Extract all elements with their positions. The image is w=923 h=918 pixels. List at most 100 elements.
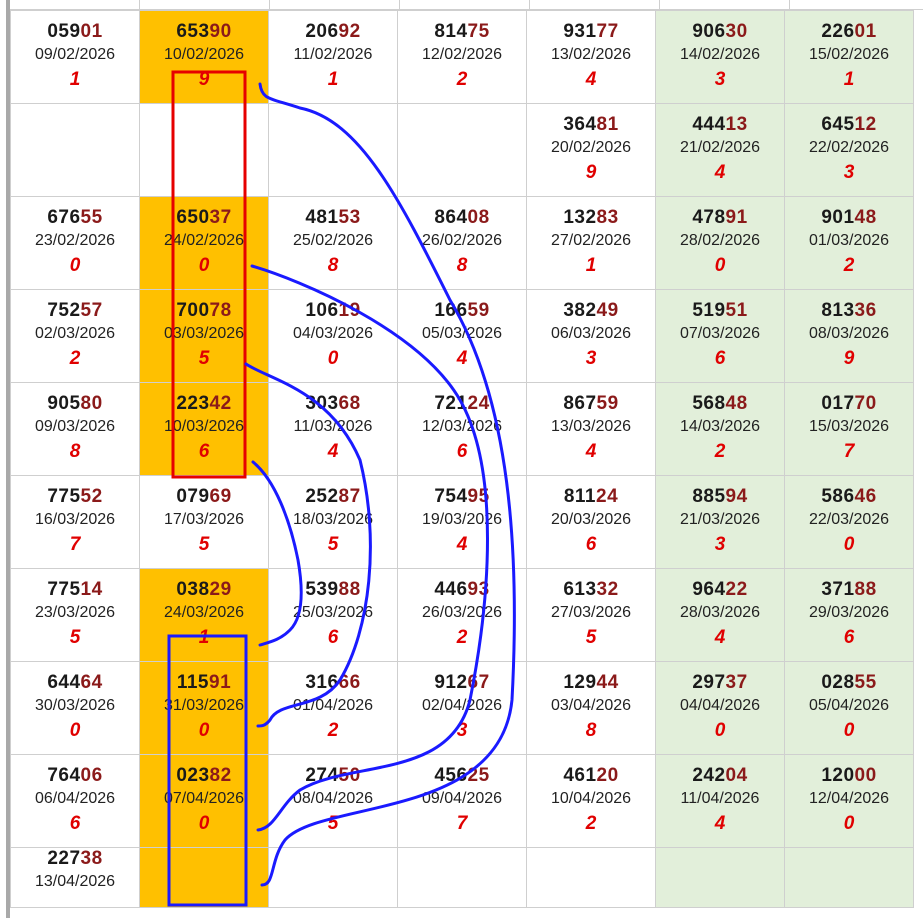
result-digit-sum: 0 [843, 813, 855, 834]
result-number-head: 653 [176, 21, 210, 42]
result-number-tail: 37 [209, 207, 232, 228]
result-cell [268, 847, 398, 908]
result-digit-sum: 6 [585, 534, 597, 555]
result-date: 04/04/2026 [679, 697, 761, 714]
result-digit-sum: 4 [714, 627, 726, 648]
result-number: 07969 [140, 486, 268, 508]
result-number-head: 079 [176, 486, 210, 507]
result-digit-sum: 2 [327, 720, 339, 741]
result-date: 22/02/2026 [808, 139, 890, 156]
result-number-head: 754 [434, 486, 468, 507]
result-date: 09/04/2026 [421, 790, 503, 807]
result-number-tail: 83 [596, 207, 619, 228]
result-number-tail: 42 [209, 393, 232, 414]
result-number: 77514 [11, 579, 139, 601]
result-date: 10/03/2026 [163, 418, 245, 435]
result-date: 21/03/2026 [679, 511, 761, 528]
result-number-head: 519 [692, 300, 726, 321]
result-number-head: 206 [305, 21, 339, 42]
result-digit-sum: 6 [198, 441, 210, 462]
result-number: 20692 [269, 21, 397, 43]
result-number: 44693 [398, 579, 526, 601]
result-number: 51951 [656, 300, 784, 322]
result-digit-sum: 5 [327, 534, 339, 555]
result-number-tail: 01 [80, 21, 103, 42]
result-digit-sum: 4 [456, 534, 468, 555]
result-date: 22/03/2026 [808, 511, 890, 528]
result-digit-sum: 5 [198, 348, 210, 369]
result-number-head: 676 [47, 207, 81, 228]
result-number-tail: 94 [725, 486, 748, 507]
result-digit-sum: 3 [843, 162, 855, 183]
result-date: 14/03/2026 [679, 418, 761, 435]
result-number-tail: 77 [596, 21, 619, 42]
result-digit-sum: 0 [198, 255, 210, 276]
result-number-head: 721 [434, 393, 468, 414]
result-number-tail: 69 [209, 486, 232, 507]
result-number-head: 478 [692, 207, 726, 228]
result-number-head: 106 [305, 300, 339, 321]
result-date: 19/03/2026 [421, 511, 503, 528]
result-date: 28/02/2026 [679, 232, 761, 249]
result-number-tail: 53 [338, 207, 361, 228]
result-number-head: 120 [821, 765, 855, 786]
result-number: 22601 [785, 21, 913, 43]
result-date: 16/03/2026 [34, 511, 116, 528]
result-number: 29737 [656, 672, 784, 694]
result-number-head: 912 [434, 672, 468, 693]
left-border-bar [0, 0, 10, 918]
result-date: 14/02/2026 [679, 46, 761, 63]
result-number-head: 028 [821, 672, 855, 693]
result-number-tail: 70 [854, 393, 877, 414]
result-number-tail: 38 [80, 848, 103, 869]
result-date: 08/04/2026 [292, 790, 374, 807]
result-number-head: 867 [563, 393, 597, 414]
result-number-tail: 48 [854, 207, 877, 228]
result-digit-sum: 2 [69, 348, 81, 369]
result-number-tail: 14 [80, 579, 103, 600]
result-number-head: 446 [434, 579, 468, 600]
result-date: 18/03/2026 [292, 511, 374, 528]
result-number: 12944 [527, 672, 655, 694]
result-digit-sum: 7 [843, 441, 855, 462]
result-number-tail: 66 [338, 672, 361, 693]
result-number: 86759 [527, 393, 655, 415]
result-number-tail: 30 [725, 21, 748, 42]
result-number-tail: 29 [209, 579, 232, 600]
result-date: 30/03/2026 [34, 697, 116, 714]
result-number: 36481 [527, 114, 655, 136]
result-digit-sum: 0 [843, 534, 855, 555]
result-number: 75257 [11, 300, 139, 322]
result-digit-sum: 5 [198, 534, 210, 555]
result-number-head: 964 [692, 579, 726, 600]
result-number: 77552 [11, 486, 139, 508]
result-number-head: 905 [47, 393, 81, 414]
result-digit-sum: 2 [456, 69, 468, 90]
result-cell [655, 847, 785, 908]
result-number-head: 364 [563, 114, 597, 135]
result-digit-sum: 3 [585, 348, 597, 369]
result-digit-sum: 4 [585, 69, 597, 90]
result-number-head: 132 [563, 207, 597, 228]
result-number-tail: 55 [854, 672, 877, 693]
result-number-head: 227 [47, 848, 81, 869]
result-number: 90630 [656, 21, 784, 43]
